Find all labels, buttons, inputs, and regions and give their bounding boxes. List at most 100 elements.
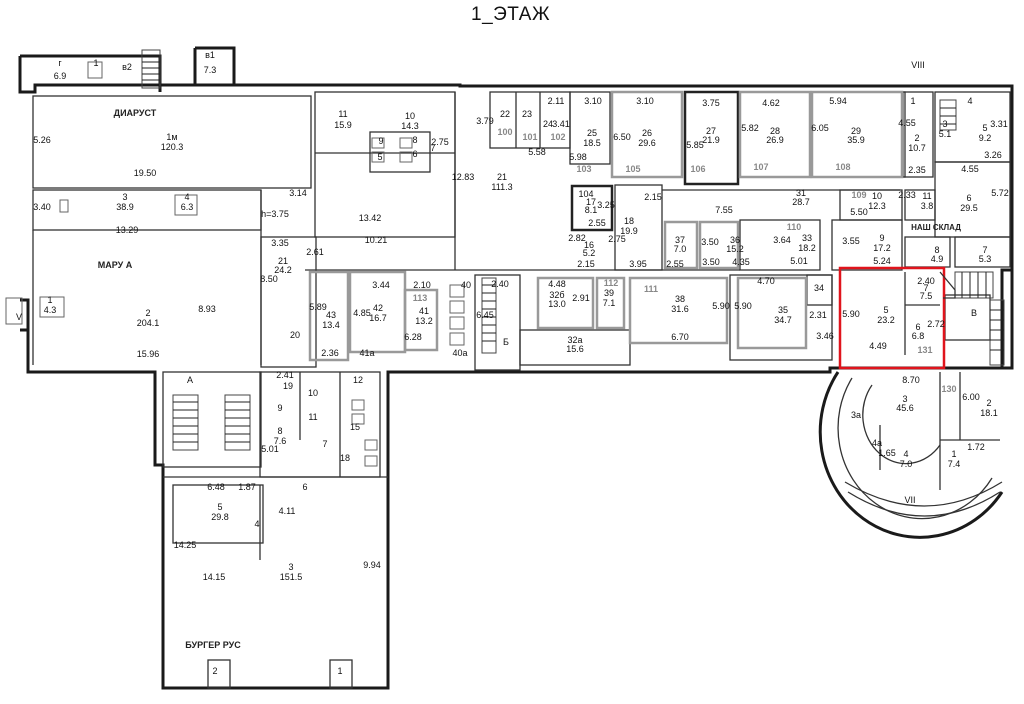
room-label: 4 [967,96,972,106]
room-label: 4.35 [732,257,750,267]
room-label: 5.26 [33,135,51,145]
room-label: 11 [338,109,347,119]
room-label: 5.85 [686,140,704,150]
room-label: 29.8 [211,512,229,522]
room-label: 5.01 [790,256,808,266]
room-label: 204.1 [137,318,160,328]
room-label: 4 [254,519,259,529]
room-label: 14.15 [203,572,226,582]
room-label: 1 [337,666,342,676]
room-code: 110 [787,222,802,232]
room-label: 31 [796,188,806,198]
room-label: 5.98 [569,152,587,162]
room-code: 101 [522,132,537,142]
room-label: 12 [353,375,363,385]
room-label: 5.58 [528,147,546,157]
room-label: VIII [911,60,925,70]
room-label: 29.6 [638,138,656,148]
room-label: 5.82 [741,123,759,133]
room-label: 6 [915,322,920,332]
room-label: 3.50 [702,257,720,267]
room-label: 3 [288,562,293,572]
room-label: h=3.75 [261,209,289,219]
room-label: 21 [278,256,288,266]
room-label: 33 [802,233,812,243]
room-label: 29 [851,126,861,136]
room-label: 3 [122,192,127,202]
room-label: 3.75 [702,98,720,108]
room-label: 2.40 [917,276,935,286]
room-label: 7.0 [900,459,913,469]
room-label: 38 [675,294,685,304]
room-label: 14.3 [401,121,419,131]
room-label: 3.64 [773,235,791,245]
room-label: 15 [350,422,360,432]
room-label: 12.83 [452,172,475,182]
room-label: 28.7 [792,197,810,207]
room-label: 104 [578,189,593,199]
room-label: 10.7 [908,143,926,153]
room-label: 2.33 [898,190,916,200]
room-label: 22 [500,109,510,119]
highlighted-unit[interactable] [838,266,946,370]
room-label: 1 [910,96,915,106]
room-label: 38.9 [116,202,134,212]
room-label: 6.3 [181,202,194,212]
room-label: 19.9 [620,226,638,236]
room-label: 2.35 [908,165,926,175]
room-label: 8.93 [198,304,216,314]
room-label: 21.9 [702,135,720,145]
room-label: 1 [47,295,52,305]
room-label: 3.10 [584,96,602,106]
room-label: 2 [145,308,150,318]
room-label: 8 [277,426,282,436]
room-label: 5.24 [873,256,891,266]
room-label: 13.2 [415,316,433,326]
room-code: 100 [497,127,512,137]
room-label: 2.91 [572,293,590,303]
room-label: 13.0 [548,299,566,309]
room-label: 5.2 [583,248,596,258]
room-label: 41 [419,306,429,316]
room-label: 32а [567,335,582,345]
room-label: 24 [543,119,553,129]
room-label: 34.7 [774,315,792,325]
room-label: 3.79 [476,116,494,126]
room-label: 8.50 [260,274,278,284]
room-label: 45.6 [896,403,914,413]
room-code: 106 [690,164,705,174]
room-label: 5.90 [734,301,752,311]
room-label: А [187,375,193,385]
room-code: 130 [941,384,956,394]
room-label: 3.10 [636,96,654,106]
room-label: 13.42 [359,213,382,223]
room-label: 15.6 [566,344,584,354]
fixtures [5,61,465,467]
room-label: 4 [184,192,189,202]
room-label: 28 [770,126,780,136]
room-label: 18.5 [583,138,601,148]
room-label: 1.65 [878,448,896,458]
room-label: 5.94 [829,96,847,106]
tenant-warehouse: НАШ СКЛАД [911,223,961,232]
room-label: 31.6 [671,304,689,314]
room-label: 6 [302,482,307,492]
interior-walls [32,91,1011,689]
room-label: 2.41 [276,370,294,380]
room-label: 2.75 [431,137,449,147]
room-label: 13.4 [322,320,340,330]
room-label: 5 [377,152,382,162]
room-label: 4.9 [931,254,944,264]
room-label: 6.00 [962,392,980,402]
room-label: 11 [922,191,931,201]
room-label: 3.44 [372,280,390,290]
room-label: 23 [522,109,532,119]
room-label: 18.2 [798,243,816,253]
room-label: 6 [966,193,971,203]
room-code: 108 [835,162,850,172]
room-label: 4.48 [548,279,566,289]
room-label: 3 [942,119,947,129]
room-label: 5.3 [979,254,992,264]
room-label: 35.9 [847,135,865,145]
